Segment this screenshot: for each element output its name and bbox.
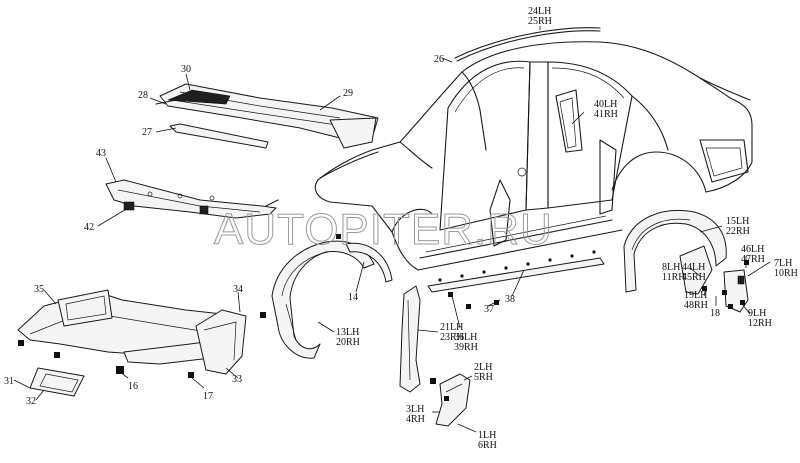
callout-40lh: 40LH	[594, 99, 617, 110]
callout-36lh: 36LH	[454, 332, 477, 343]
callout-8lh: 8LH	[662, 262, 680, 273]
callout-18: 18	[710, 308, 720, 319]
callout-3lh: 3LH	[406, 404, 424, 415]
callout-25rh: 25RH	[528, 16, 552, 27]
callout-14: 14	[348, 292, 358, 303]
callout-21lh: 21LH	[440, 322, 463, 333]
callout-39rh: 39RH	[454, 342, 478, 353]
leader-lines	[13, 26, 771, 433]
callout-34: 34	[233, 284, 243, 295]
callout-10rh: 10RH	[774, 268, 798, 279]
callout-13lh: 13LH	[336, 327, 359, 338]
front-bracket	[399, 285, 421, 393]
license-bracket	[29, 367, 85, 397]
front-mudflap	[435, 373, 471, 427]
callout-23rh: 23RH	[440, 332, 464, 343]
callout-32: 32	[26, 396, 36, 407]
callout-16: 16	[128, 381, 138, 392]
callout-47rh: 47RH	[741, 254, 765, 265]
callout-28: 28	[138, 90, 148, 101]
callout-19lh: 19LH	[684, 290, 707, 301]
callout-4rh: 4RH	[406, 414, 425, 425]
callout-37: 37	[484, 304, 494, 315]
side-splash-shield	[195, 309, 247, 375]
callout-38: 38	[505, 294, 515, 305]
callout-44lh: 44LH	[682, 262, 705, 273]
callout-17: 17	[203, 391, 213, 402]
front-wheel-liner	[271, 240, 375, 359]
cowl-panel	[155, 83, 379, 149]
callout-20rh: 20RH	[336, 337, 360, 348]
callout-31: 31	[4, 376, 14, 387]
callout-5rh: 5RH	[474, 372, 493, 383]
callout-11rh: 11RH	[662, 272, 686, 283]
callout-9lh: 9LH	[748, 308, 766, 319]
watermark-text: AUTOPITER.RU	[214, 205, 553, 254]
callout-27: 27	[142, 127, 152, 138]
seal-strip	[169, 123, 269, 149]
callout-46lh: 46LH	[741, 244, 764, 255]
callout-7lh: 7LH	[774, 258, 792, 269]
callout-labels: 24LH 25RH 26 30 28 29 27 40LH 41RH 43 42…	[4, 6, 798, 451]
callout-24lh: 24LH	[528, 6, 551, 17]
callout-30: 30	[181, 64, 191, 75]
callout-35: 35	[34, 284, 44, 295]
callout-12rh: 12RH	[748, 318, 772, 329]
callout-29: 29	[343, 88, 353, 99]
callout-6rh: 6RH	[478, 440, 497, 451]
bumper-support	[105, 179, 279, 219]
wheel-arch-trim	[345, 242, 393, 283]
callout-33: 33	[232, 374, 242, 385]
callout-22rh: 22RH	[726, 226, 750, 237]
callout-1lh: 1LH	[478, 430, 496, 441]
callout-43: 43	[96, 148, 106, 159]
sill-cover	[427, 250, 605, 293]
callout-48rh: 48RH	[684, 300, 708, 311]
callout-41rh: 41RH	[594, 109, 618, 120]
rear-wheel-liner	[623, 210, 727, 295]
callout-2lh: 2LH	[474, 362, 492, 373]
callout-42: 42	[84, 222, 94, 233]
callout-26: 26	[434, 54, 444, 65]
car-body-outline	[314, 41, 753, 271]
rear-mudflap	[723, 269, 749, 313]
fasteners	[18, 234, 749, 401]
callout-15lh: 15LH	[726, 216, 749, 227]
callout-45rh: 45RH	[682, 272, 706, 283]
roof-moulding	[454, 27, 601, 62]
